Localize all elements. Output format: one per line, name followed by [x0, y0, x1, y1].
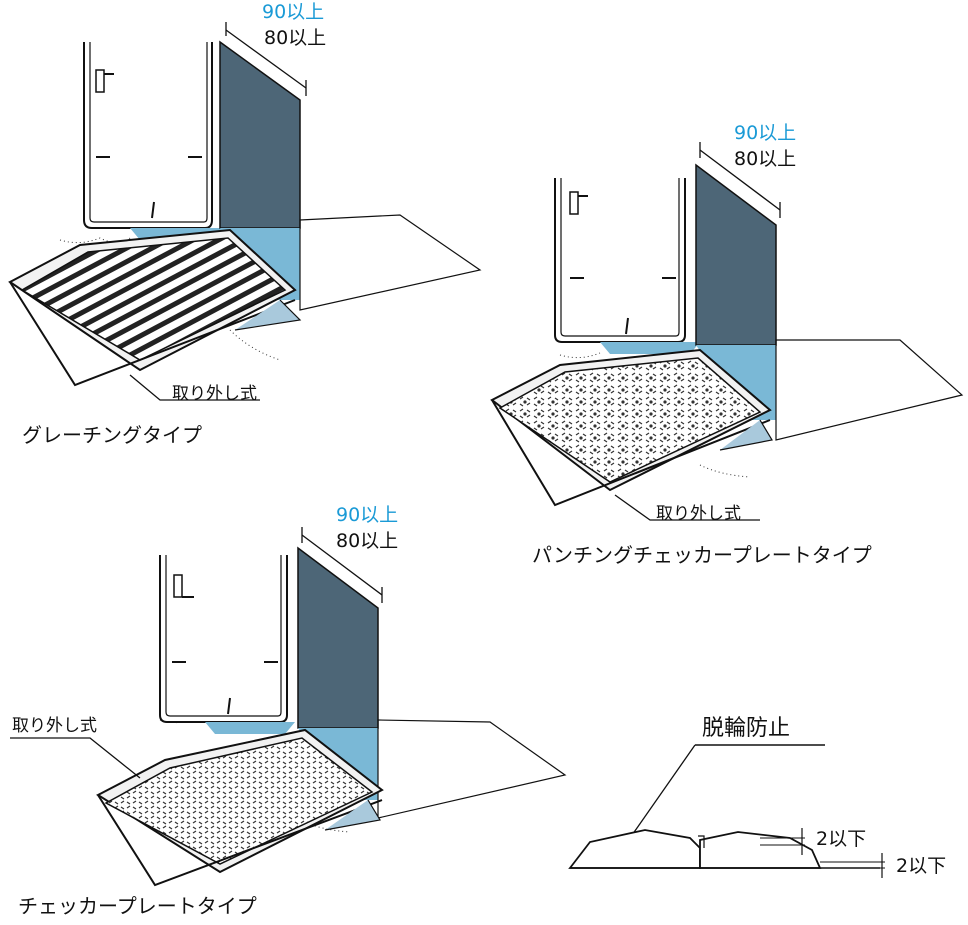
checker-surface	[104, 737, 374, 865]
checker-dim-top: 90以上	[336, 504, 399, 526]
grating-removable-label: 取り外し式	[172, 384, 257, 404]
leader-line	[129, 374, 260, 401]
dim-line	[699, 149, 781, 211]
ramp-left-section	[568, 829, 701, 869]
threshold-outline	[377, 719, 567, 819]
checker-dim-bottom: 80以上	[336, 530, 399, 552]
hinge-marks	[96, 156, 202, 219]
ramp-underside	[234, 299, 302, 331]
wall-panel	[297, 546, 379, 729]
dim-extension	[820, 861, 885, 869]
floor-speckle	[229, 329, 281, 361]
punching-surface	[498, 357, 762, 483]
ramp-underside	[324, 799, 381, 831]
grating-dim-top: 90以上	[262, 1, 325, 23]
grating-surface	[20, 237, 287, 361]
dim-extension	[760, 837, 805, 846]
floor-blue-area	[600, 342, 700, 354]
section-dim-1: 2以下	[816, 828, 867, 850]
punching-removable-label: 取り外し式	[656, 504, 741, 524]
door-handle-icon	[569, 191, 579, 215]
dim-ticks	[699, 142, 781, 218]
grating-diagram	[8, 22, 482, 401]
checker-diagram	[10, 527, 567, 887]
leader-line	[10, 737, 141, 779]
leader-line	[629, 744, 696, 839]
door-frame-inner	[165, 555, 282, 717]
punching-caption: パンチングチェッカープレートタイプ	[532, 543, 872, 567]
hinge-marks	[172, 661, 278, 715]
dim-ticks	[301, 527, 383, 603]
punching-diagram	[490, 142, 964, 521]
ramp-edge	[9, 281, 296, 387]
punching-dim-top: 90以上	[734, 122, 797, 144]
door-frame-inner	[560, 178, 680, 337]
dim-ticks	[225, 22, 307, 96]
leader-line	[614, 494, 760, 521]
floor-speckle	[559, 352, 601, 359]
joint-detail	[698, 835, 705, 848]
grating-dim-bottom: 80以上	[264, 27, 327, 49]
section-dim-2: 2以下	[896, 855, 947, 877]
door-handle-icon	[173, 574, 183, 598]
dim-line	[225, 29, 307, 89]
punching-dim-bottom: 80以上	[734, 148, 797, 170]
dim-line	[301, 534, 383, 596]
ramp-underside	[719, 419, 773, 451]
checker-caption: チェッカープレートタイプ	[18, 894, 257, 918]
door-frame-inner	[89, 42, 208, 223]
floor-blue-area	[205, 722, 295, 734]
door-handle-icon	[95, 69, 105, 93]
section-diagram	[568, 744, 885, 878]
ramp-edge	[97, 794, 383, 887]
floor-speckle	[699, 464, 751, 478]
threshold-outline	[775, 339, 964, 441]
wall-panel	[695, 163, 777, 346]
wall-panel	[219, 40, 301, 229]
threshold-outline	[299, 214, 482, 311]
ramp-edge	[491, 399, 771, 507]
grating-caption: グレーチングタイプ	[22, 423, 202, 447]
section-title: 脱輪防止	[702, 716, 791, 741]
checker-removable-label: 取り外し式	[12, 716, 97, 736]
hinge-marks	[570, 277, 676, 335]
